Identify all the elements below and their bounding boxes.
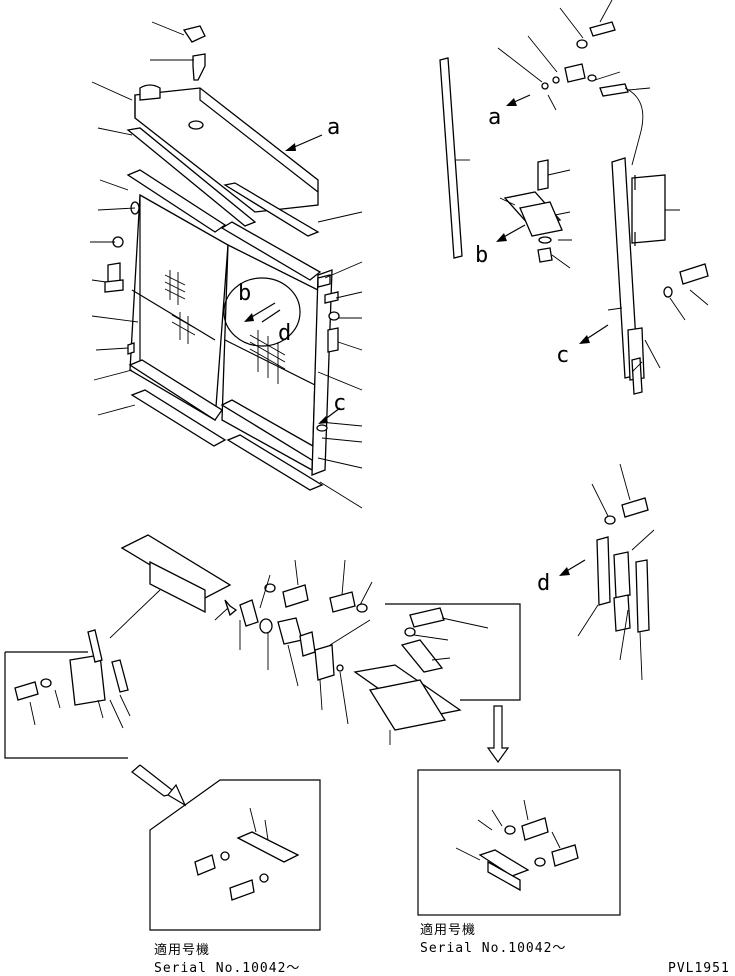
- core-left: [126, 169, 229, 422]
- detail-circle: [223, 277, 301, 347]
- detail-c: c: [556, 157, 709, 395]
- callout-c-detail: c: [556, 343, 569, 368]
- callout-arrows: [244, 134, 341, 424]
- callout-d: d: [278, 321, 291, 346]
- box-right: 適用号機 Serial No.10042～: [417, 769, 621, 956]
- left-fasteners: [104, 201, 140, 355]
- callout-b-detail: b: [475, 243, 488, 268]
- callout-d-detail: d: [537, 571, 550, 596]
- box-right-caption-jp: 適用号機: [420, 922, 476, 938]
- core-right: [220, 221, 322, 472]
- callout-b: b: [238, 281, 251, 306]
- box-left-caption-serial: Serial No.10042～: [154, 961, 300, 976]
- callout-c: c: [333, 391, 346, 416]
- leader-lines: [90, 21, 363, 509]
- callout-a: a: [327, 115, 340, 140]
- upper-tank: [134, 84, 319, 213]
- box-right-caption-serial: Serial No.10042～: [420, 941, 566, 956]
- lower-gasket-left: [130, 389, 227, 447]
- hollow-arrows: [131, 705, 510, 807]
- detail-a: a: [439, 0, 651, 259]
- tank-gasket-right: [223, 182, 320, 237]
- box-variant-right-bracket: [385, 603, 521, 701]
- tank-gasket: [126, 127, 257, 227]
- detail-b: b: [475, 159, 572, 269]
- lower-gasket-right: [226, 434, 324, 491]
- radiator-assembly: a b d c: [90, 21, 363, 509]
- lower-mount-assembly: [109, 534, 462, 745]
- callout-a-detail: a: [488, 105, 501, 130]
- detail-d: d: [537, 463, 655, 681]
- core-fins: [164, 270, 286, 384]
- side-plate: [311, 269, 333, 476]
- box-left-caption-jp: 適用号機: [154, 942, 210, 958]
- right-fasteners: [316, 274, 340, 432]
- filler-cap: [182, 25, 206, 81]
- box-variant-left-bracket: [4, 629, 131, 759]
- drawing-code: PVL1951: [668, 961, 730, 976]
- box-left: 適用号機 Serial No.10042～: [149, 779, 321, 976]
